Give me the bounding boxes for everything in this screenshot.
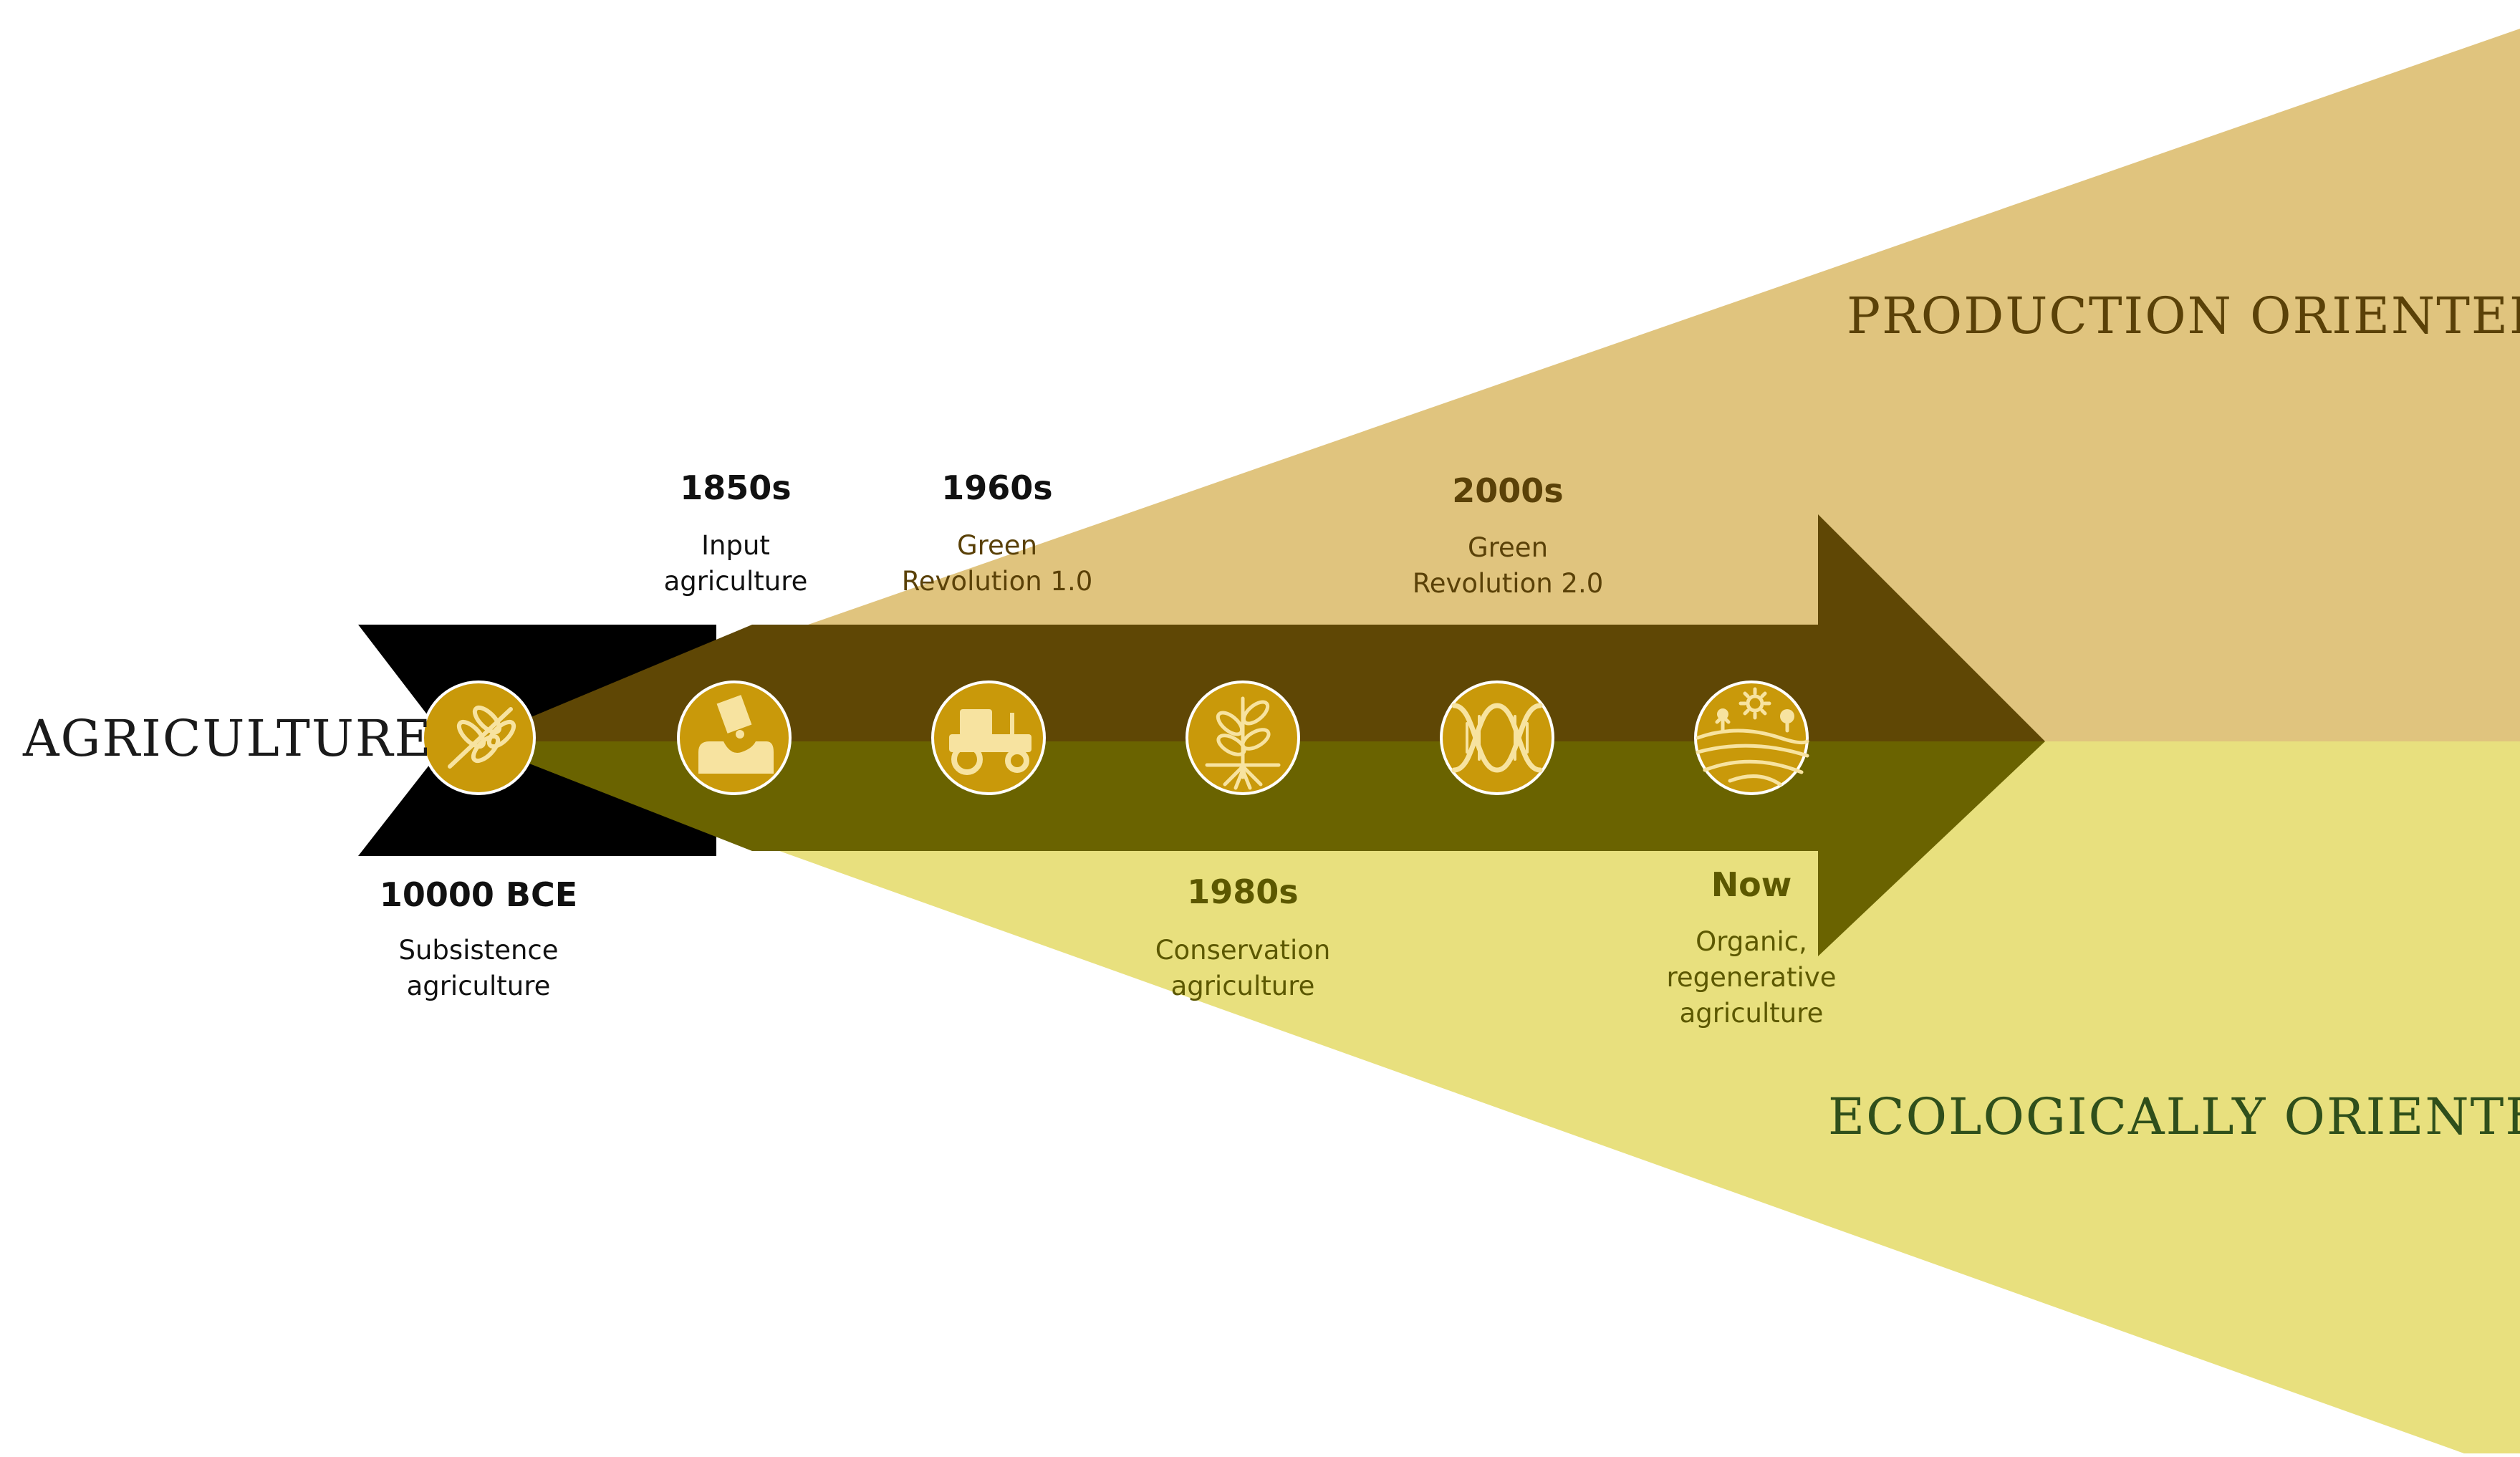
- farm-landscape-icon: [1694, 681, 1809, 795]
- milestone-era-now: Now: [1711, 865, 1792, 904]
- milestone-era-2000s: 2000s: [1452, 471, 1564, 510]
- fertilizer-bag-icon: [677, 681, 792, 795]
- production-oriented-label: PRODUCTION ORIENTED: [1847, 287, 2520, 345]
- wheat-icon: [421, 681, 536, 795]
- root-label: AGRICULTURE: [23, 709, 433, 768]
- milestone-desc-conservation: Conservation agriculture: [1155, 935, 1331, 1001]
- milestone-desc-green-revolution-2: Green Revolution 2.0: [1412, 532, 1604, 599]
- milestone-desc-input: Input agriculture: [663, 530, 808, 597]
- production-wedge: [473, 29, 2520, 741]
- dna-icon: [1440, 681, 1554, 795]
- milestone-desc-green-revolution-1: Green Revolution 1.0: [901, 530, 1093, 597]
- arrow-lower-half: [473, 741, 2045, 956]
- milestone-era-1980s: 1980s: [1187, 872, 1299, 911]
- tractor-icon: [931, 681, 1046, 795]
- ecologically-oriented-label: ECOLOGICALLY ORIENTED: [1828, 1087, 2520, 1146]
- milestone-desc-subsistence: Subsistence agriculture: [398, 935, 559, 1001]
- milestone-era-1960s: 1960s: [941, 468, 1053, 507]
- milestone-era-10000-bce: 10000 BCE: [379, 875, 578, 914]
- seedling-icon: [1186, 681, 1300, 795]
- milestone-era-1850s: 1850s: [680, 468, 792, 507]
- ecological-wedge: [473, 741, 2520, 1453]
- arrow-upper-half: [473, 514, 2045, 741]
- milestone-desc-organic: Organic, regenerative agriculture: [1666, 926, 1837, 1029]
